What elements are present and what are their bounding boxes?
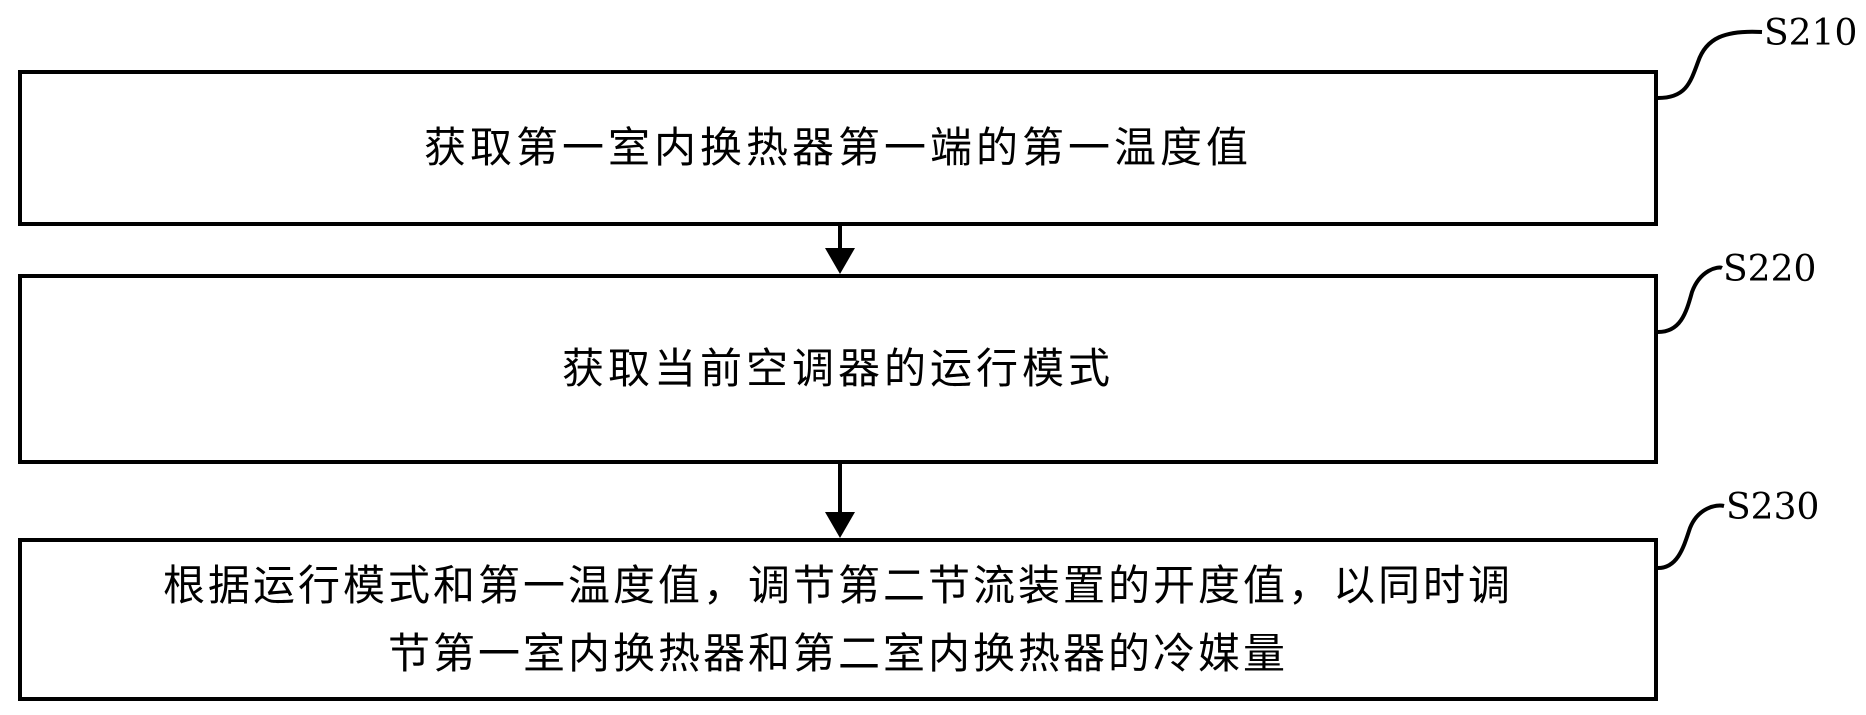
step-label-s220: S220 — [1723, 249, 1817, 290]
leader-line-s230 — [1657, 503, 1725, 570]
flow-arrow-1 — [825, 226, 855, 274]
step-label-s210: S210 — [1764, 13, 1858, 54]
step-box-s210: 获取第一室内换热器第一端的第一温度值 — [18, 70, 1658, 226]
step-label-s230: S230 — [1726, 487, 1820, 528]
step-box-s230: 根据运行模式和第一温度值，调节第二节流装置的开度值，以同时调 节第一室内换热器和… — [18, 538, 1658, 701]
step-text-s210: 获取第一室内换热器第一端的第一温度值 — [423, 123, 1252, 172]
leader-line-s210 — [1657, 29, 1763, 100]
step-text-s220: 获取当前空调器的运行模式 — [561, 344, 1114, 393]
flow-arrow-2 — [825, 464, 855, 538]
step-text-s230: 根据运行模式和第一温度值，调节第二节流装置的开度值，以同时调 节第一室内换热器和… — [162, 560, 1513, 678]
leader-line-s220 — [1657, 265, 1723, 334]
step-box-s220: 获取当前空调器的运行模式 — [18, 274, 1658, 464]
